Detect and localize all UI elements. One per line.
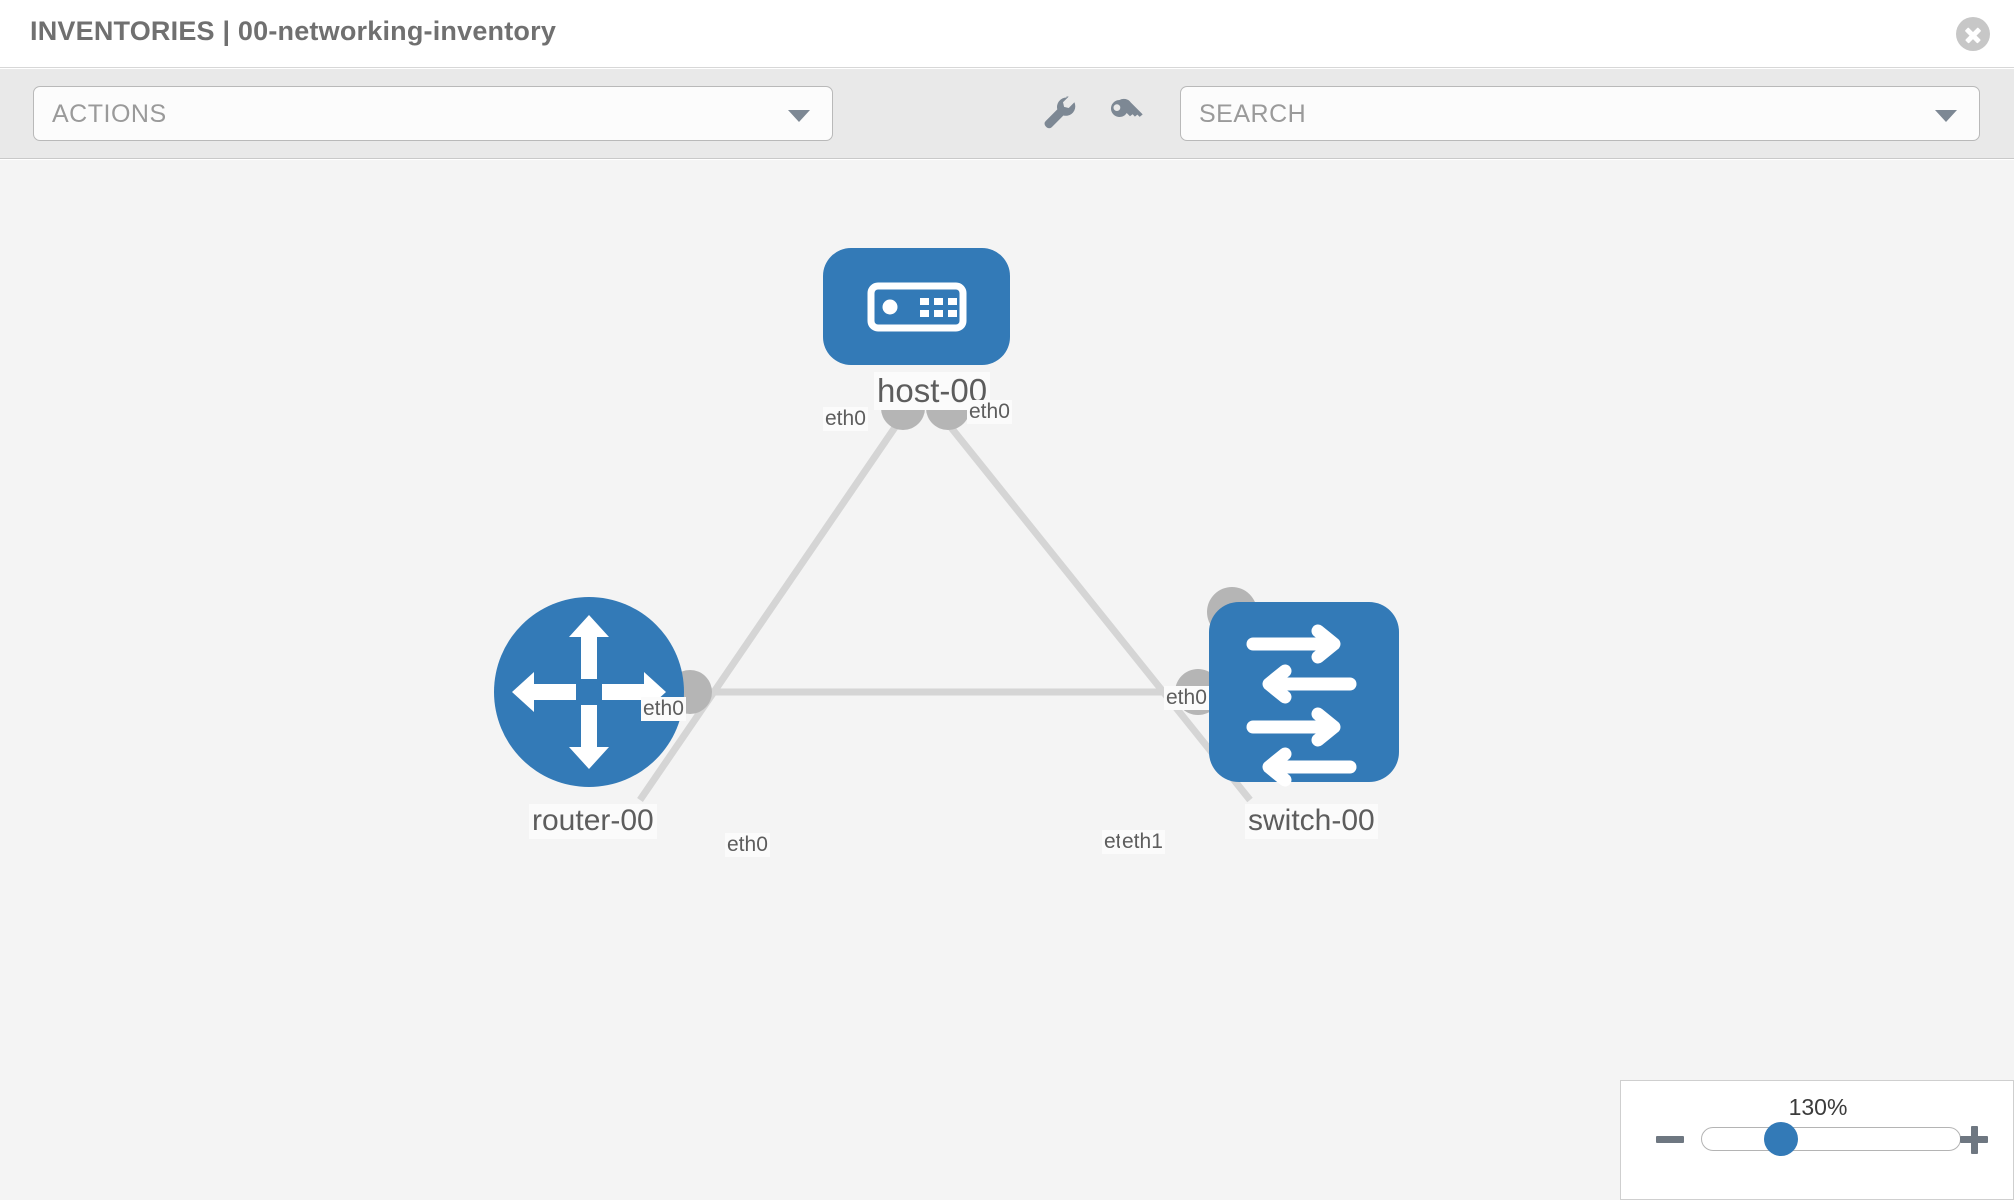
actions-dropdown-label: ACTIONS	[52, 100, 167, 128]
search-placeholder: SEARCH	[1199, 100, 1307, 128]
edge-label-switch-upper: eth0	[1164, 686, 1209, 711]
page-title: INVENTORIES | 00-networking-inventory	[30, 16, 557, 46]
topology-svg	[494, 248, 1399, 803]
zoom-slider-track[interactable]	[1701, 1127, 1961, 1151]
node-host-00[interactable]	[823, 248, 1010, 365]
topology-canvas[interactable]: host-00 router-00 switch-00 eth0 eth0 et…	[0, 160, 2014, 1200]
edge-label-switch-left-b: eth1	[1120, 830, 1165, 855]
node-label-switch-00: switch-00	[1245, 804, 1378, 839]
zoom-in-button[interactable]	[1957, 1123, 1991, 1157]
edge-label-host-left: eth0	[823, 407, 868, 432]
edge-host-switch[interactable]	[942, 417, 1253, 803]
node-switch-00[interactable]	[1209, 602, 1399, 787]
actions-dropdown[interactable]: ACTIONS	[33, 86, 833, 141]
wrench-icon[interactable]	[1035, 89, 1083, 137]
chevron-down-icon	[1935, 110, 1957, 122]
zoom-level-value: 130%	[1788, 1094, 1848, 1120]
topology-edges	[637, 417, 1253, 803]
node-label-router-00: router-00	[529, 804, 657, 839]
edge-host-router[interactable]	[637, 418, 903, 802]
edge-label-router-upper: eth0	[641, 697, 686, 722]
zoom-out-button[interactable]	[1653, 1123, 1687, 1157]
zoom-control-panel: 130%	[1620, 1080, 2014, 1200]
search-input[interactable]: SEARCH	[1180, 86, 1980, 141]
zoom-slider-thumb[interactable]	[1764, 1122, 1798, 1156]
key-icon[interactable]	[1102, 89, 1150, 137]
topology-connectors	[668, 386, 1257, 715]
close-icon[interactable]	[1956, 17, 1990, 51]
edge-label-router-right: eth0	[725, 833, 770, 858]
node-router-00[interactable]	[494, 597, 684, 787]
switch-arrows-icon	[1246, 624, 1357, 787]
page-header: INVENTORIES | 00-networking-inventory	[0, 0, 2014, 68]
edge-label-host-right: eth0	[967, 400, 1012, 425]
chevron-down-icon	[788, 110, 810, 122]
server-appliance-icon	[867, 282, 967, 332]
toolbar: ACTIONS SEARCH	[0, 69, 2014, 159]
